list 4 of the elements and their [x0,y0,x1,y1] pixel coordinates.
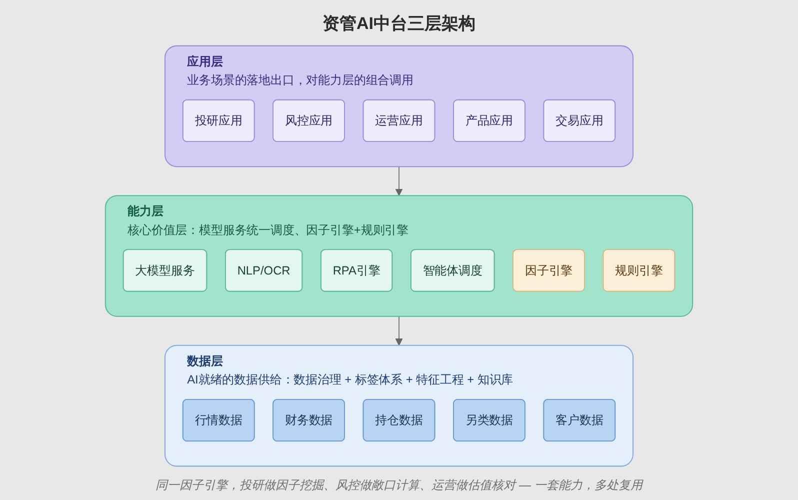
diagram-title: 资管AI中台三层架构 [322,13,476,35]
arrow [395,316,403,346]
arrow [395,166,403,196]
caption: 同一因子引擎，投研做因子挖掘、风控做敞口计算、运营做估值核对 — 一套能力，多处复用 [156,477,642,494]
